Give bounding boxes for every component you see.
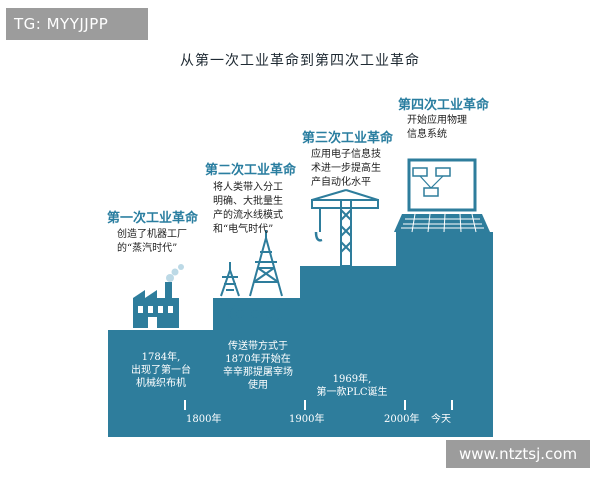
stage-4-desc: 开始应用物理 信息系统 (407, 115, 467, 140)
staircase (108, 232, 493, 437)
stage-3-title: 第三次工业革命 (302, 131, 394, 146)
stage-3-desc: 应用电子信息技 术进一步提高生 产自动化水平 (311, 149, 381, 188)
factory-icon (133, 264, 184, 328)
page-title: 从第一次工业革命到第四次工业革命 (180, 53, 420, 69)
laptop-icon (394, 158, 490, 233)
timeline-event-1969: 1969年, 第一款PLC诞生 (316, 374, 388, 398)
tick-today: 今天 (431, 414, 451, 425)
timeline-ticks (184, 400, 453, 410)
stage-2-title: 第二次工业革命 (205, 163, 297, 178)
stage-4-title: 第四次工业革命 (398, 98, 490, 113)
watermark-top: TG: MYYJJPP (6, 8, 148, 40)
crane-icon (311, 189, 379, 267)
conveyor-icon (228, 305, 282, 323)
timeline-event-1784: 1784年, 出现了第一台 机械织布机 (131, 352, 191, 389)
timeline-event-1870: 传送带方式于 1870年开始在 辛辛那提屠宰场 使用 (223, 341, 293, 391)
tick-1800: 1800年 (186, 414, 222, 425)
watermark-bottom: www.ntztsj.com (446, 440, 590, 468)
stage-2-desc: 将人类带入分工 明确、大批量生 产的流水线模式 和“电气时代” (213, 182, 283, 235)
power-tower-icon (220, 230, 283, 297)
tick-2000: 2000年 (384, 414, 420, 425)
tick-1900: 1900年 (289, 414, 325, 425)
stage-1-desc: 创造了机器工厂 的“蒸汽时代” (117, 229, 187, 254)
stage-1-title: 第一次工业革命 (107, 211, 199, 226)
